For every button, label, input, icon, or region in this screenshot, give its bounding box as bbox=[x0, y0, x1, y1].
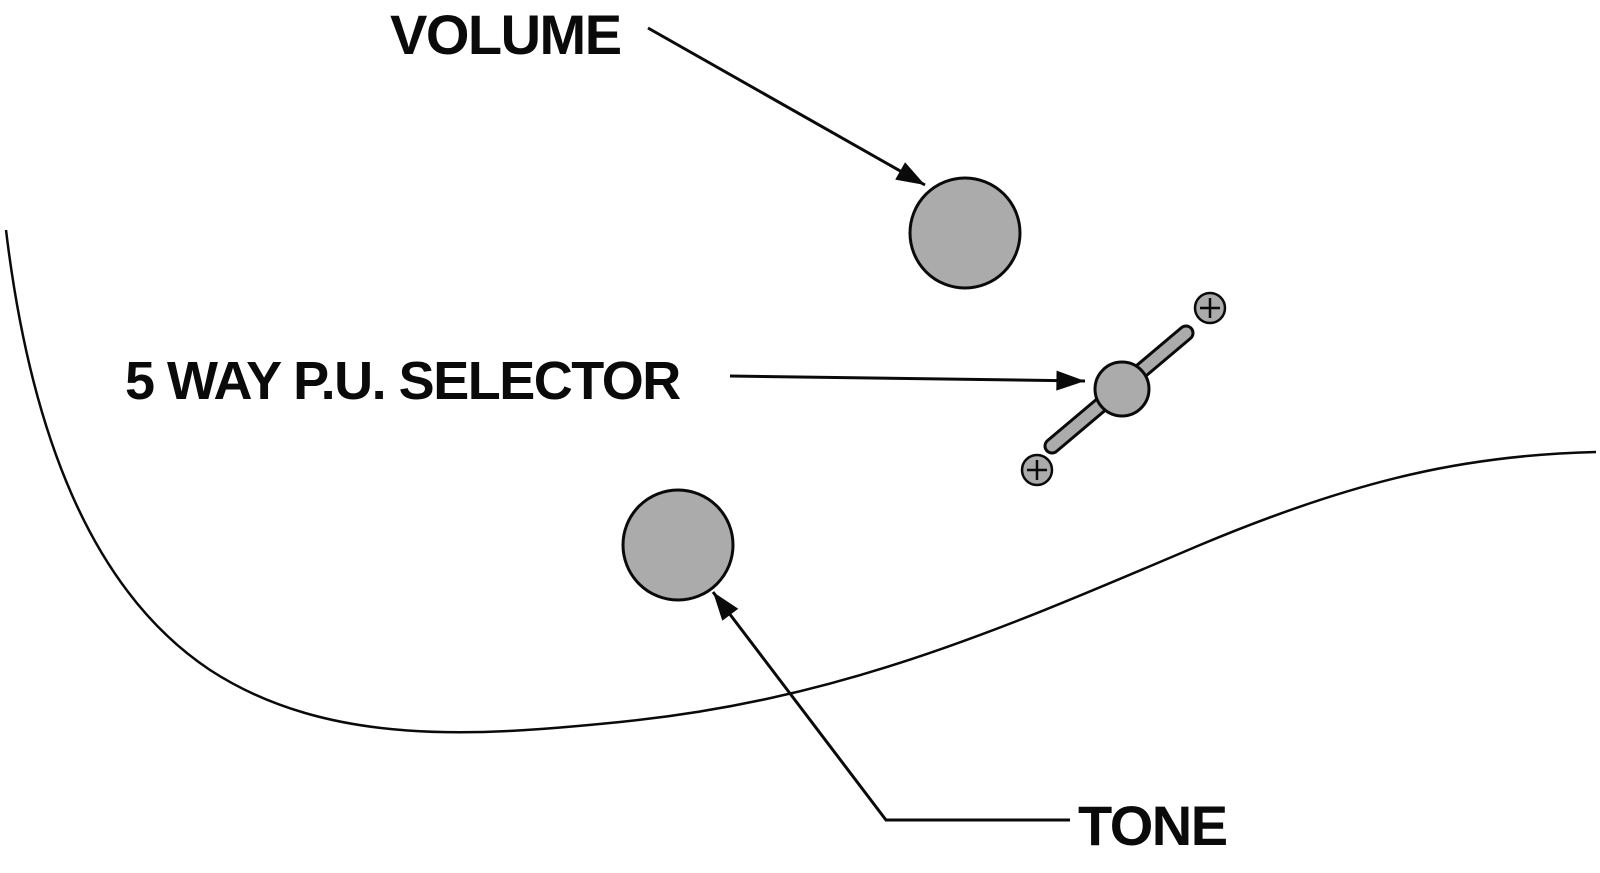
guitar-body-outline bbox=[4, 229, 1597, 734]
tone-label: TONE bbox=[1078, 794, 1227, 857]
tone-knob bbox=[621, 488, 735, 602]
selector-knob bbox=[1093, 360, 1151, 418]
volume-arrow bbox=[647, 26, 926, 187]
screw-icon bbox=[1193, 291, 1227, 325]
volume-label: VOLUME bbox=[390, 3, 621, 66]
selector-arrow bbox=[729, 370, 1086, 391]
selector-label: 5 WAY P.U. SELECTOR bbox=[125, 351, 680, 411]
volume-knob bbox=[908, 176, 1022, 290]
pickup-selector-switch bbox=[1020, 291, 1227, 487]
screw-icon bbox=[1020, 453, 1054, 487]
tone-arrow bbox=[711, 591, 1070, 822]
